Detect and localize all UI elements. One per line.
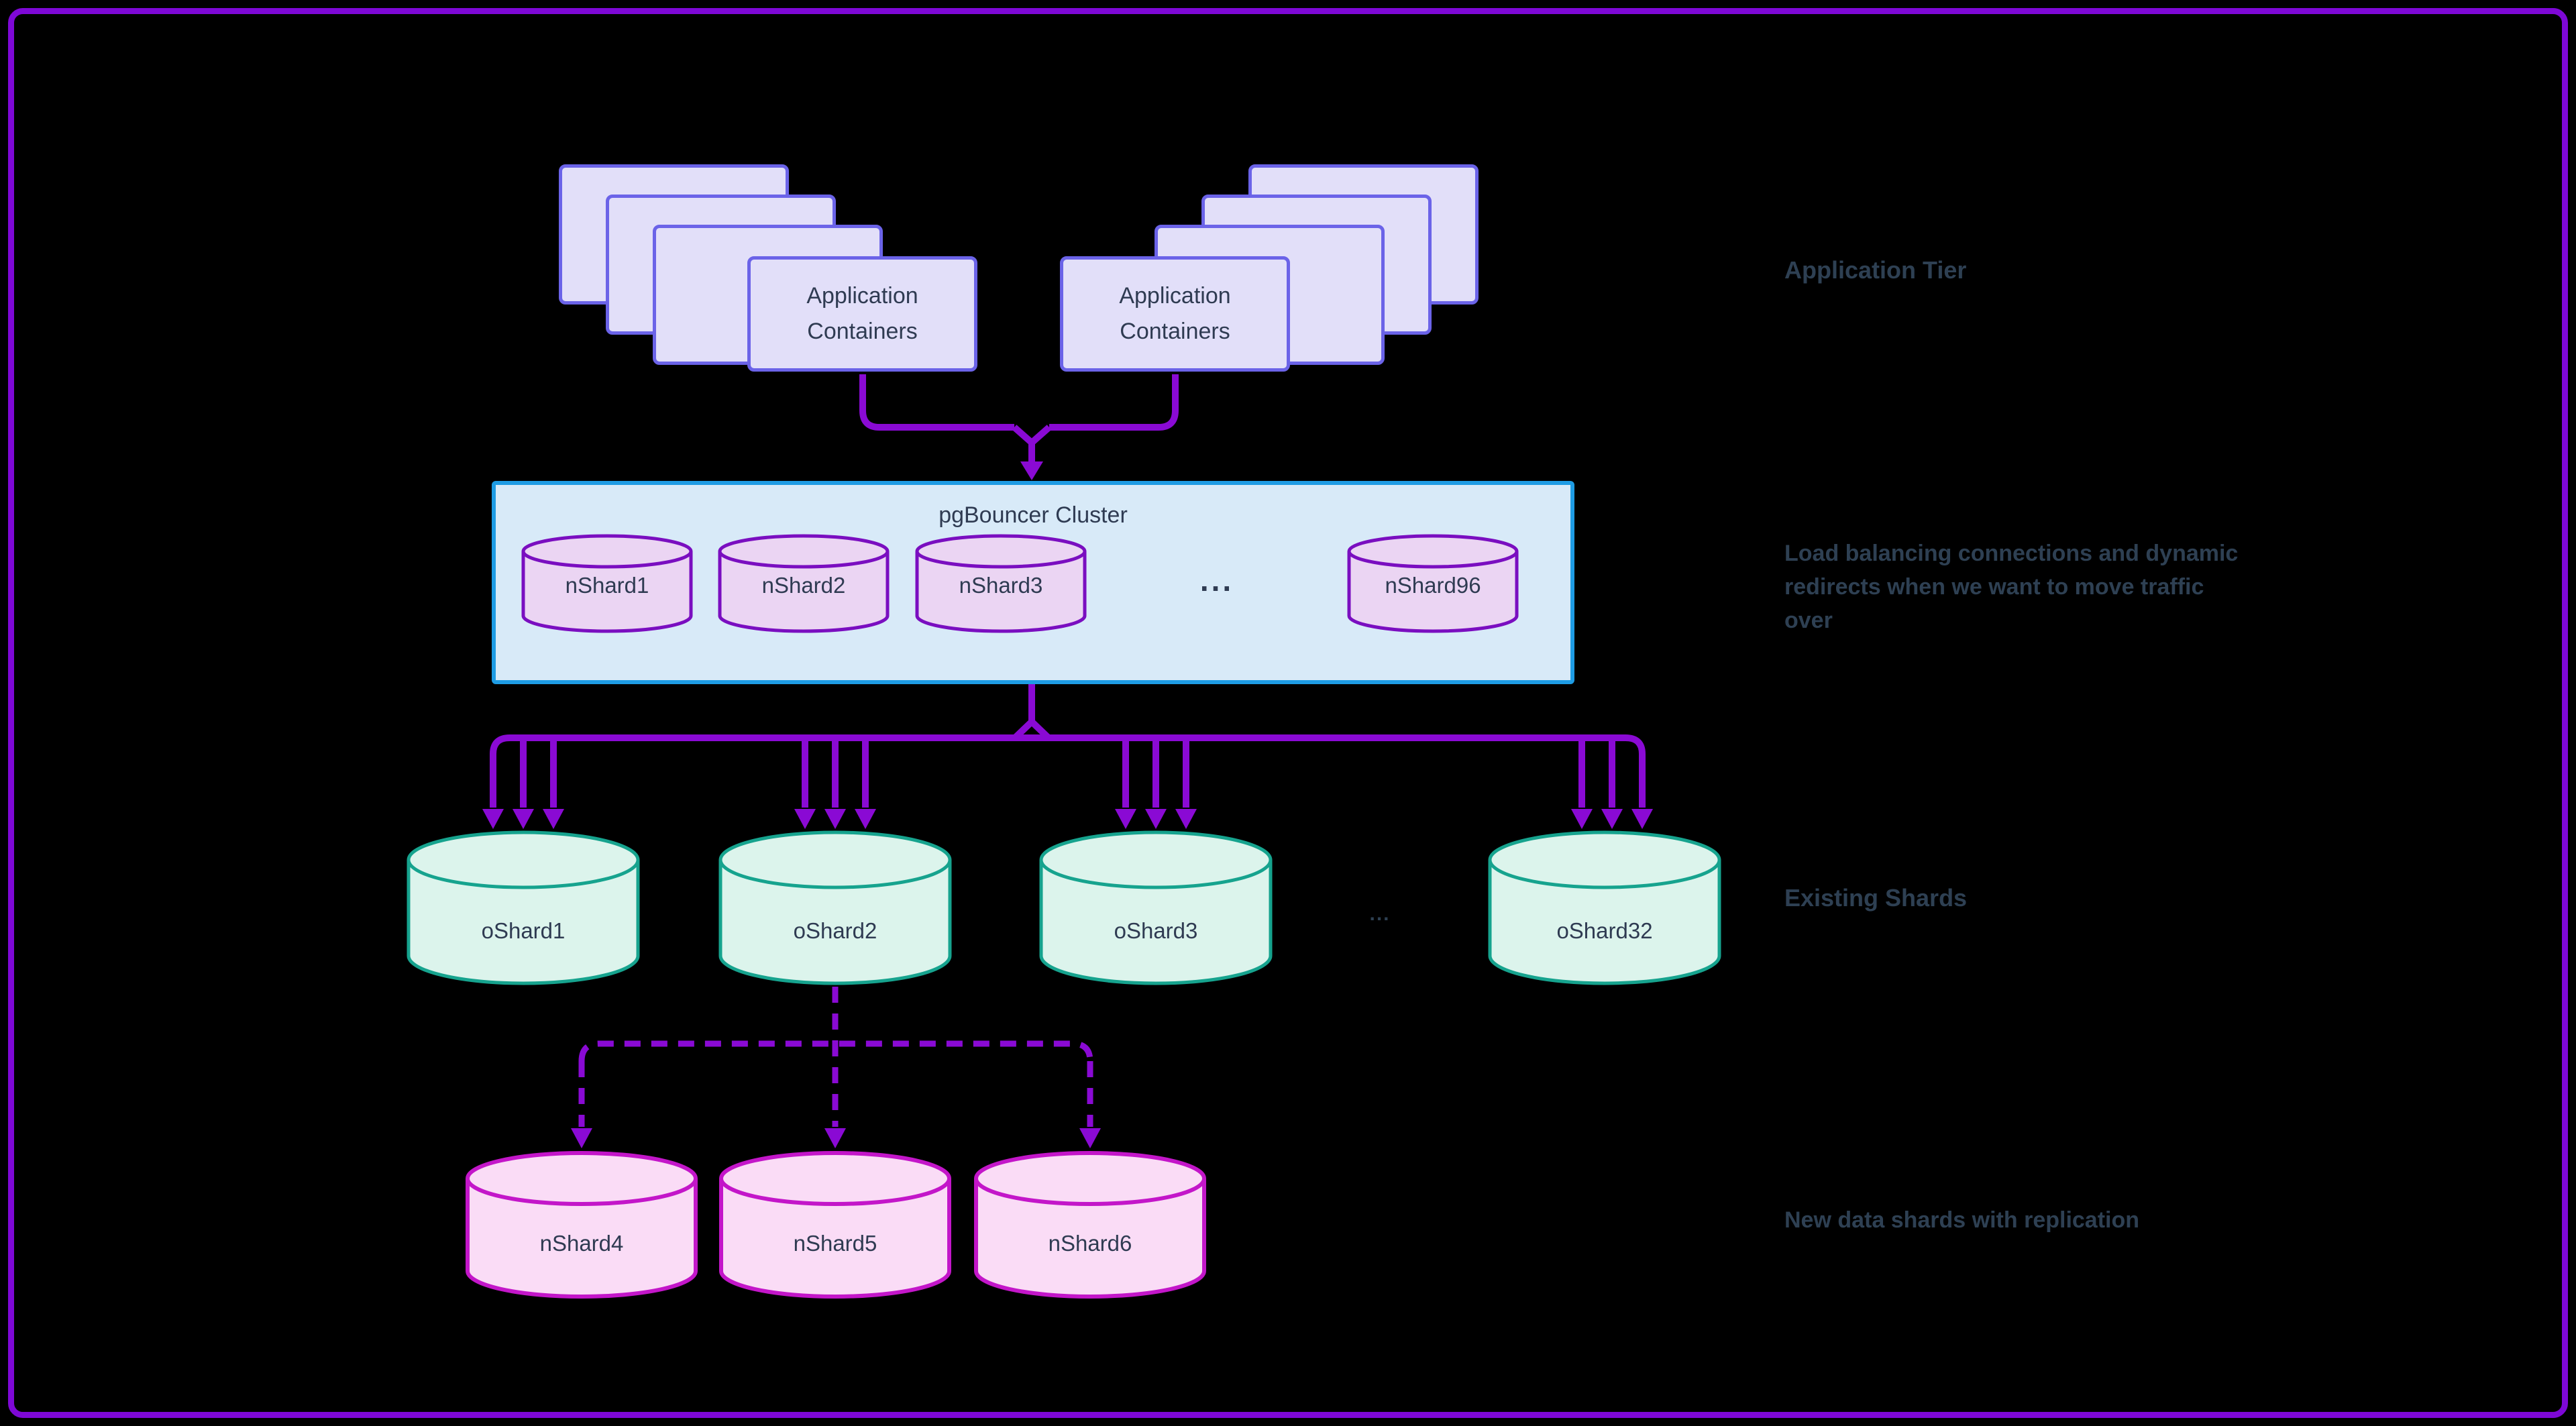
db-label: oShard1 bbox=[481, 918, 566, 943]
db-cylinder-nshard3: nShard3 bbox=[915, 534, 1087, 633]
database-icon bbox=[1488, 830, 1721, 985]
pgbouncer-ellipsis: ... bbox=[1199, 563, 1234, 598]
db-label: nShard4 bbox=[539, 1231, 624, 1256]
app-containers-label: Application Containers bbox=[806, 283, 918, 344]
db-cylinder-nshard96: nShard96 bbox=[1347, 534, 1519, 633]
annotation-new-shards: New data shards with replication bbox=[1784, 1207, 2140, 1233]
app-containers-label: Application Containers bbox=[1119, 283, 1231, 344]
database-icon bbox=[719, 1151, 951, 1299]
app-stack-right: Application Containers bbox=[1060, 164, 1479, 375]
db-cylinder-nshard1: nShard1 bbox=[521, 534, 693, 633]
annotation-application-tier: Application Tier bbox=[1784, 256, 1967, 284]
app-stack-left: Application Containers bbox=[559, 164, 977, 375]
database-icon bbox=[521, 534, 693, 633]
app-containers-node-right: Application Containers bbox=[1060, 256, 1290, 372]
db-label: oShard3 bbox=[1114, 918, 1198, 943]
db-label: oShard32 bbox=[1556, 918, 1653, 943]
diagram-frame bbox=[8, 8, 2568, 1418]
app-containers-node-left: Application Containers bbox=[747, 256, 977, 372]
database-icon bbox=[466, 1151, 698, 1299]
existing-shards-ellipsis: ... bbox=[1369, 903, 1391, 925]
db-label: nShard2 bbox=[761, 573, 846, 598]
db-cylinder-oshard2: oShard2 bbox=[718, 830, 953, 986]
database-icon bbox=[915, 534, 1087, 633]
database-icon bbox=[1039, 830, 1273, 985]
db-label: oShard2 bbox=[793, 918, 877, 943]
pgbouncer-cluster-title: pgBouncer Cluster bbox=[938, 502, 1128, 528]
db-label: nShard1 bbox=[565, 573, 649, 598]
annotation-load-balancing: Load balancing connections and dynamic r… bbox=[1784, 541, 2239, 633]
db-label: nShard3 bbox=[959, 573, 1043, 598]
db-label: nShard6 bbox=[1048, 1231, 1132, 1256]
db-cylinder-oshard32: oShard32 bbox=[1487, 830, 1722, 986]
db-cylinder-oshard3: oShard3 bbox=[1038, 830, 1273, 986]
database-icon bbox=[1347, 534, 1519, 633]
database-icon bbox=[718, 534, 890, 633]
db-label: nShard5 bbox=[793, 1231, 877, 1256]
db-label: nShard96 bbox=[1385, 573, 1481, 598]
db-cylinder-oshard1: oShard1 bbox=[406, 830, 641, 986]
database-icon bbox=[407, 830, 640, 985]
db-cylinder-nshard6: nShard6 bbox=[973, 1150, 1207, 1299]
annotation-existing-shards: Existing Shards bbox=[1784, 884, 1968, 912]
db-cylinder-nshard2: nShard2 bbox=[718, 534, 890, 633]
database-icon bbox=[718, 830, 952, 985]
db-cylinder-nshard4: nShard4 bbox=[465, 1150, 698, 1299]
database-icon bbox=[974, 1151, 1206, 1299]
db-cylinder-nshard5: nShard5 bbox=[718, 1150, 952, 1299]
